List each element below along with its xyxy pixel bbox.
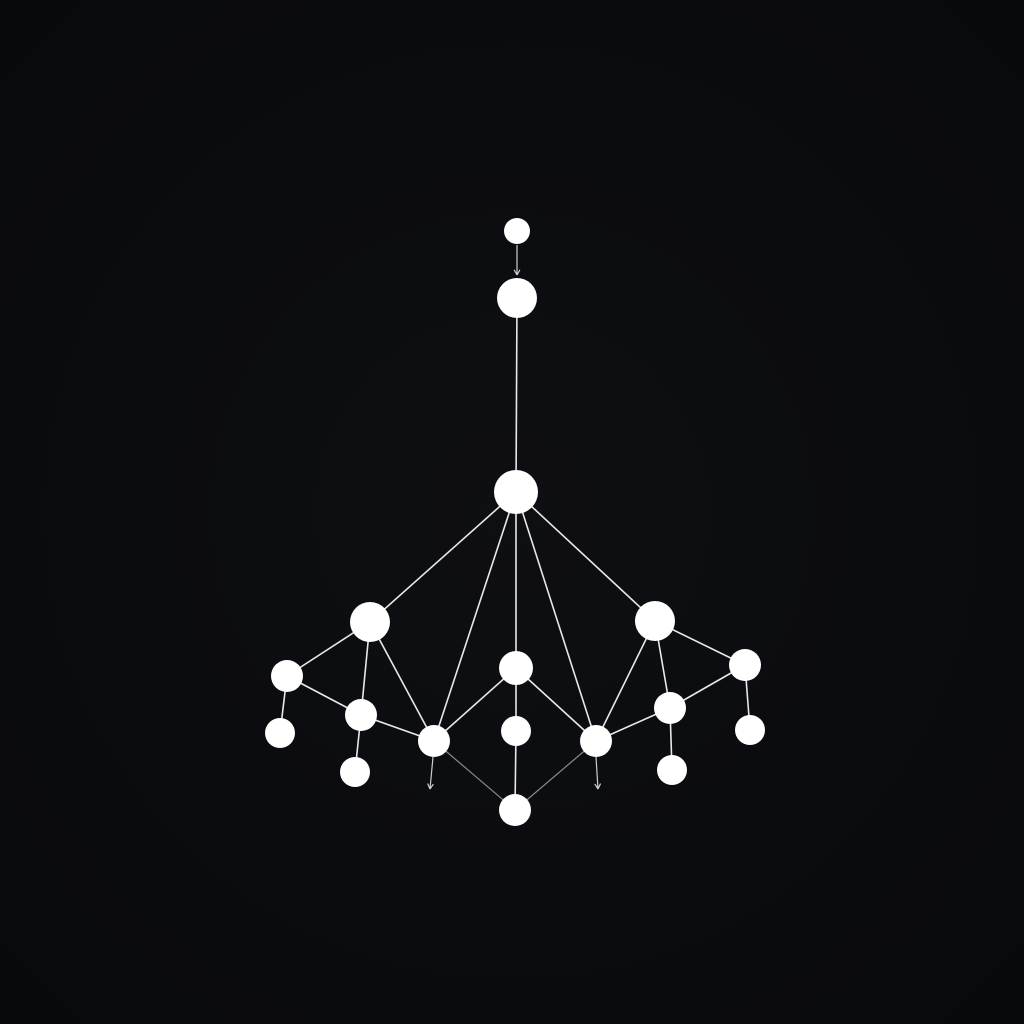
arrow-right-down bbox=[594, 756, 602, 790]
node-layer bbox=[265, 218, 765, 826]
edge-n2-hub bbox=[515, 297, 518, 493]
node-rmb bbox=[657, 755, 687, 785]
arrow-top-to-second bbox=[513, 245, 521, 276]
edge-cl-cb bbox=[433, 740, 516, 811]
node-r1 bbox=[635, 601, 675, 641]
edge-hub-l1 bbox=[369, 491, 517, 623]
node-hub bbox=[494, 470, 538, 514]
node-ll bbox=[271, 660, 303, 692]
node-lmb bbox=[340, 757, 370, 787]
edge-hub-r1 bbox=[515, 491, 656, 622]
node-rr bbox=[729, 649, 761, 681]
arrow-left-down bbox=[427, 756, 434, 790]
node-cl bbox=[418, 725, 450, 757]
edge-l1-cl bbox=[369, 621, 435, 742]
edge-cr-cb bbox=[514, 740, 597, 811]
node-cr bbox=[580, 725, 612, 757]
node-n2 bbox=[497, 278, 537, 318]
node-lm bbox=[345, 699, 377, 731]
arrow-layer bbox=[427, 245, 602, 790]
node-rm bbox=[654, 692, 686, 724]
node-top bbox=[504, 218, 530, 244]
node-cb bbox=[499, 794, 531, 826]
node-c2 bbox=[501, 716, 531, 746]
edge-c1-cr bbox=[515, 667, 597, 742]
edge-hub-cl bbox=[433, 491, 517, 742]
edge-hub-cr bbox=[515, 491, 597, 742]
edge-c1-cl bbox=[433, 667, 517, 742]
node-c1 bbox=[499, 651, 533, 685]
edge-r1-cr bbox=[595, 620, 656, 742]
node-rrb bbox=[735, 715, 765, 745]
node-l1 bbox=[350, 602, 390, 642]
node-lll bbox=[265, 718, 295, 748]
